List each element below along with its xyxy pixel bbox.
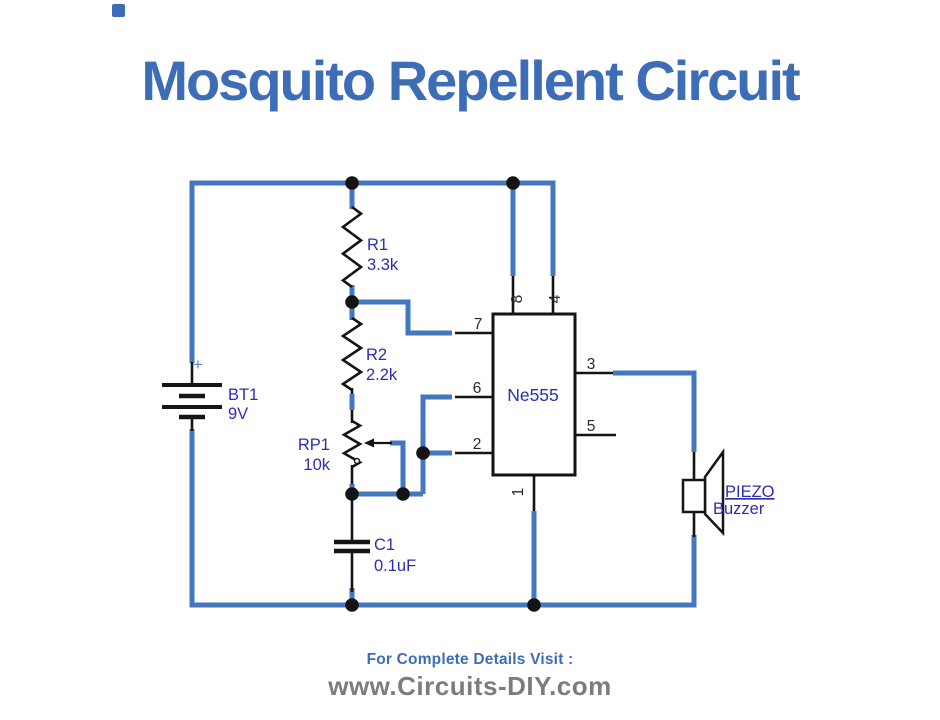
ic-label-ne555: Ne555 [507, 385, 559, 405]
footer-site-text: www.Circuits-DIY.com [328, 671, 612, 701]
battery-symbol [162, 362, 222, 431]
label-01uf: 0.1uF [374, 557, 416, 575]
wire-segment [189, 180, 556, 363]
junction-dot [416, 446, 430, 460]
junction-dot [345, 295, 359, 309]
junction-dot [506, 176, 520, 190]
pot-mark-circle [353, 457, 361, 465]
speaker-body [681, 478, 707, 514]
capacitor-c1-symbol [334, 494, 370, 592]
pin-label-2: 2 [473, 436, 482, 453]
resistor-r1-symbol [340, 205, 364, 289]
wires [189, 180, 697, 608]
label-+: + [193, 355, 203, 374]
label-33k: 3.3k [367, 256, 399, 274]
potentiometer-zigzag [341, 419, 363, 469]
label-buzzer: Buzzer [713, 500, 765, 518]
junction-dot [345, 487, 359, 501]
label-c1: C1 [374, 536, 395, 554]
pin-label-1: 1 [510, 488, 527, 497]
label-22k: 2.2k [366, 366, 398, 384]
label-9v: 9V [228, 405, 248, 423]
piezo-buzzer-symbol [681, 448, 725, 537]
wire-segment [390, 440, 406, 494]
component-symbols [162, 205, 725, 592]
potentiometer-rp1-symbol [341, 419, 392, 469]
pin-label-6: 6 [473, 380, 482, 397]
decor-square [112, 4, 125, 17]
wire-segment [189, 429, 697, 608]
pin-leads [350, 275, 616, 513]
label-r1: R1 [367, 236, 388, 254]
wire-segment [352, 299, 452, 336]
label-10k: 10k [303, 456, 330, 474]
label-rp1: RP1 [298, 436, 330, 454]
footer: For Complete Details Visit : www.Circuit… [0, 651, 940, 702]
junction-dots [345, 176, 541, 612]
pin-label-3: 3 [587, 356, 596, 373]
wire-segment [420, 394, 452, 494]
pin-label-5: 5 [587, 418, 596, 435]
junction-dot [345, 176, 359, 190]
pin-label-4: 4 [547, 294, 564, 303]
footer-visit-text: For Complete Details Visit : [366, 651, 574, 668]
wiper-arrow-icon [364, 438, 374, 448]
wire-segment [613, 370, 697, 452]
label-bt1: BT1 [228, 386, 258, 404]
page-title: Mosquito Repellent Circuit [141, 49, 800, 112]
junction-dot [345, 598, 359, 612]
speaker-cone [703, 448, 725, 537]
label-r2: R2 [366, 346, 387, 364]
resistor-r2-symbol [340, 316, 364, 392]
pin-label-7: 7 [474, 316, 483, 333]
junction-dot [527, 598, 541, 612]
junction-dot [396, 487, 410, 501]
ic-ne555-body [491, 312, 577, 477]
pin-label-8: 8 [509, 295, 526, 304]
label-piezo: PIEZO [725, 483, 775, 501]
